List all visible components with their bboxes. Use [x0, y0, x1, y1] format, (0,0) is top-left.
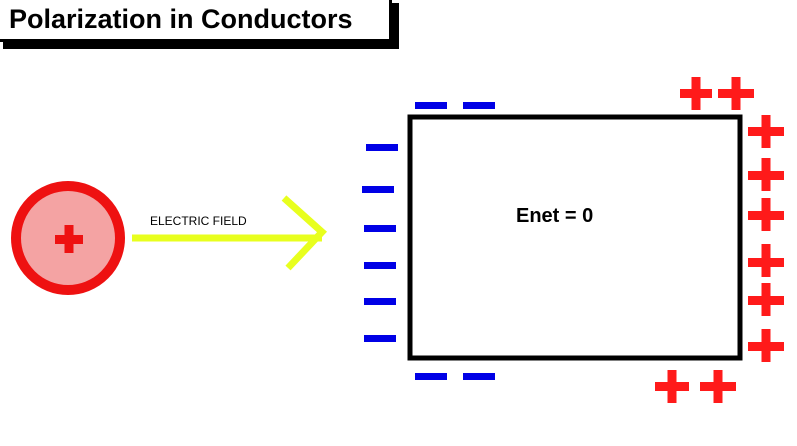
page-title: Polarization in Conductors	[9, 3, 353, 34]
negative-charge	[415, 102, 447, 109]
negative-charge	[415, 373, 447, 380]
negative-charge	[364, 262, 396, 269]
positive-charges	[655, 77, 784, 403]
source-charge	[11, 181, 125, 295]
negative-charge	[364, 298, 396, 305]
positive-charge	[748, 198, 784, 231]
positive-charge	[748, 115, 784, 148]
positive-charge	[748, 329, 784, 362]
positive-charge	[748, 158, 784, 191]
negative-charge	[362, 186, 394, 193]
field-arrow	[132, 195, 328, 271]
negative-charge	[366, 144, 398, 151]
negative-charge	[463, 373, 495, 380]
source-charge-plus-icon	[55, 225, 83, 253]
positive-charge	[748, 283, 784, 316]
negative-charges	[362, 102, 495, 380]
negative-charge	[364, 225, 396, 232]
conductor	[407, 114, 743, 361]
field-label: ELECTRIC FIELD	[150, 214, 247, 228]
positive-charge	[748, 244, 784, 277]
negative-charge	[364, 335, 396, 342]
positive-charge	[718, 77, 754, 110]
positive-charge	[700, 370, 736, 403]
positive-charge	[680, 77, 712, 110]
positive-charge	[655, 370, 689, 403]
net-field-label: Enet = 0	[516, 205, 593, 227]
title-box: Polarization in Conductors	[0, 0, 392, 42]
negative-charge	[463, 102, 495, 109]
